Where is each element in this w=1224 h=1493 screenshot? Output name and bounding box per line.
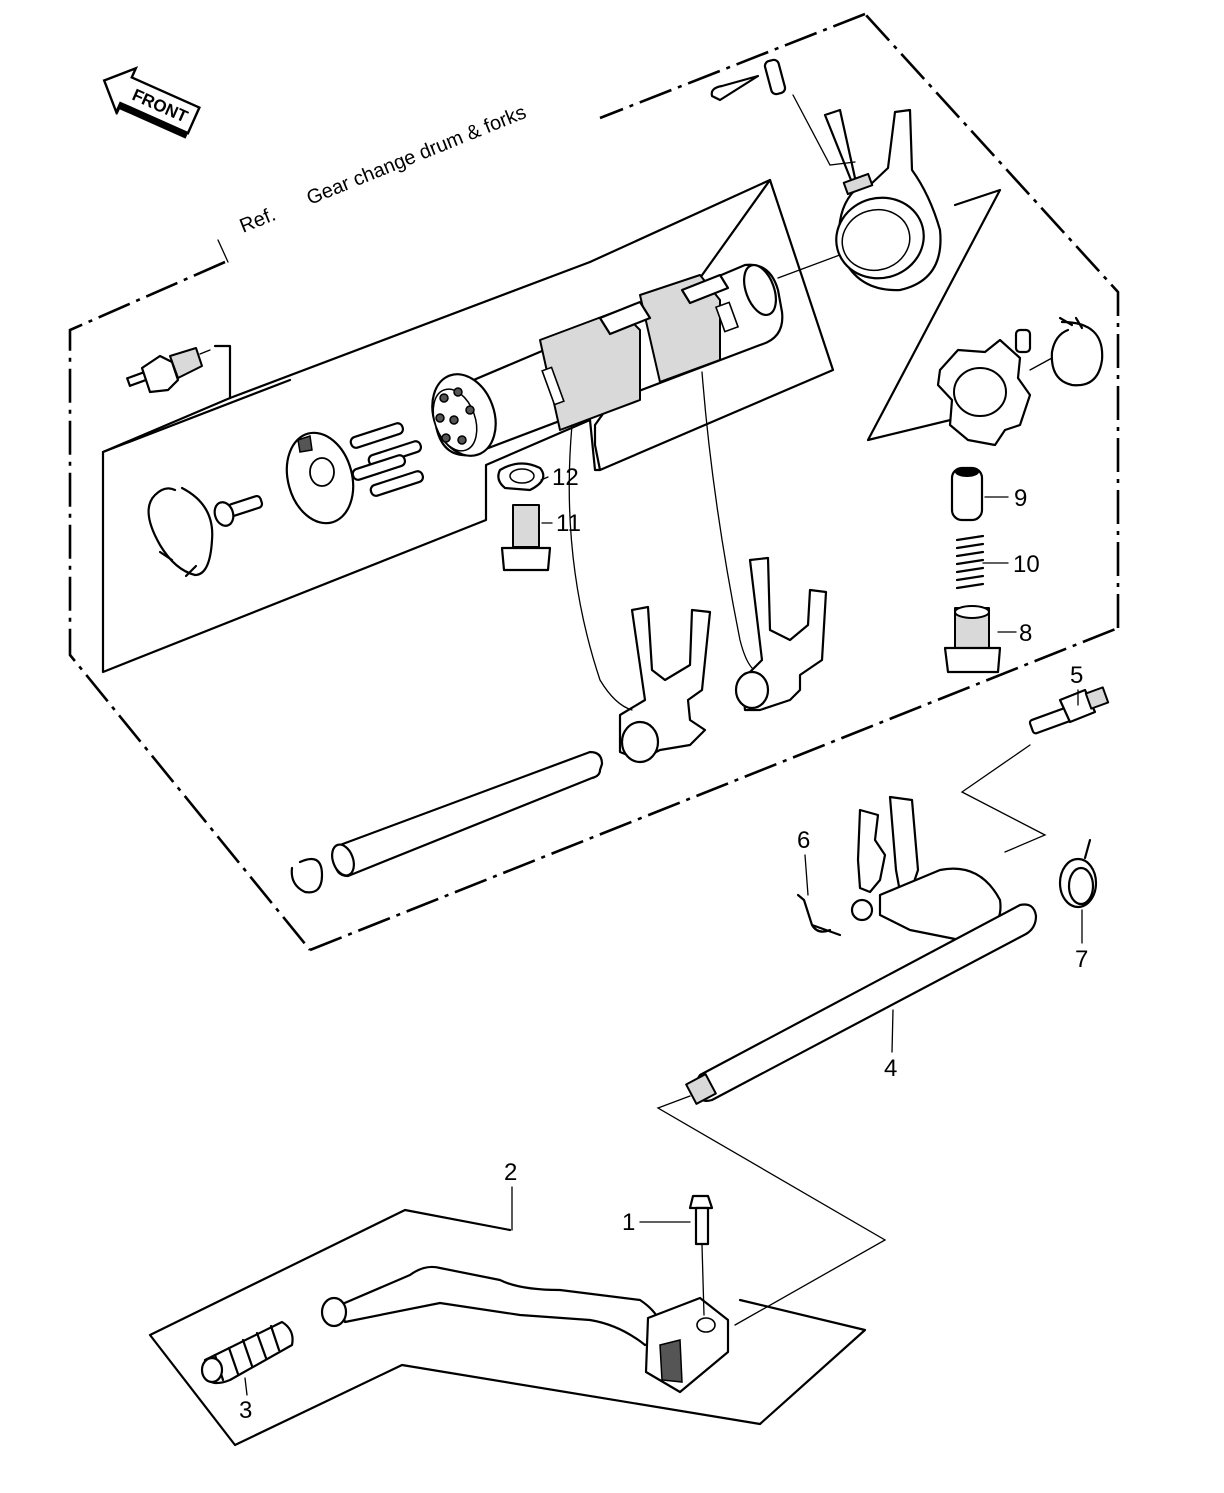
gear-change-drum	[431, 263, 784, 457]
bolt-leader	[701, 1244, 705, 1316]
callout-7: 7	[1075, 946, 1088, 973]
callout-6: 6	[797, 827, 810, 854]
ref-label: Ref.	[237, 203, 279, 237]
callout-2: 2	[504, 1159, 517, 1186]
callout-1: 1	[622, 1209, 635, 1236]
part-9-stopper	[950, 466, 984, 522]
pedal-group-outline	[148, 1208, 867, 1447]
part-7-spring	[1058, 838, 1098, 909]
callout-leaders	[244, 476, 1083, 1396]
part-6-spring	[796, 893, 842, 937]
callout-12: 12	[552, 464, 579, 491]
circlip-right	[1050, 316, 1104, 387]
part-11-pivot-bolt	[500, 504, 552, 572]
ref-text: Gear change drum & forks	[304, 101, 530, 209]
neutral-switch	[126, 347, 211, 394]
outer-boundary	[68, 12, 1120, 952]
callout-8: 8	[1019, 620, 1032, 647]
dowel-pin	[1014, 328, 1032, 354]
callout-5: 5	[1070, 662, 1083, 689]
drum-pins	[349, 422, 425, 497]
callout-9: 9	[1014, 485, 1027, 512]
fork-shaft	[331, 750, 604, 878]
callout-10: 10	[1013, 551, 1040, 578]
part-8-plug	[943, 605, 1002, 674]
part-3-pedal-rubber	[200, 1320, 294, 1385]
drum-screw	[213, 494, 264, 527]
shaft-circlip	[290, 857, 324, 894]
part-2-shift-pedal	[320, 1265, 730, 1394]
circlip-left	[147, 486, 214, 578]
inner-group-outline	[101, 178, 835, 674]
part-1-bolt	[688, 1194, 714, 1246]
drum-cam-plate	[936, 338, 1032, 447]
callout-3: 3	[239, 1397, 252, 1424]
shift-fork-center-left	[618, 605, 712, 764]
cotter-pin	[710, 74, 760, 102]
drum-end-plate	[285, 431, 355, 525]
callout-4: 4	[884, 1055, 897, 1082]
part-12-lock-washer	[497, 462, 545, 492]
shift-fork-top	[823, 108, 942, 292]
callouts: 12 11 9 10 8 5 6 7 4 2 1 3	[239, 464, 1088, 1424]
callout-11: 11	[556, 510, 581, 537]
part-10-spring	[955, 534, 985, 593]
shift-fork-center-right	[734, 556, 828, 712]
part-4-shift-shaft	[685, 903, 1038, 1105]
front-arrow-icon: FRONT	[102, 66, 201, 139]
shift-mechanism-arm	[850, 795, 1002, 942]
fork-group-outline	[866, 188, 1002, 442]
part-5-bolt	[1028, 686, 1110, 735]
guide-pin	[763, 58, 787, 96]
